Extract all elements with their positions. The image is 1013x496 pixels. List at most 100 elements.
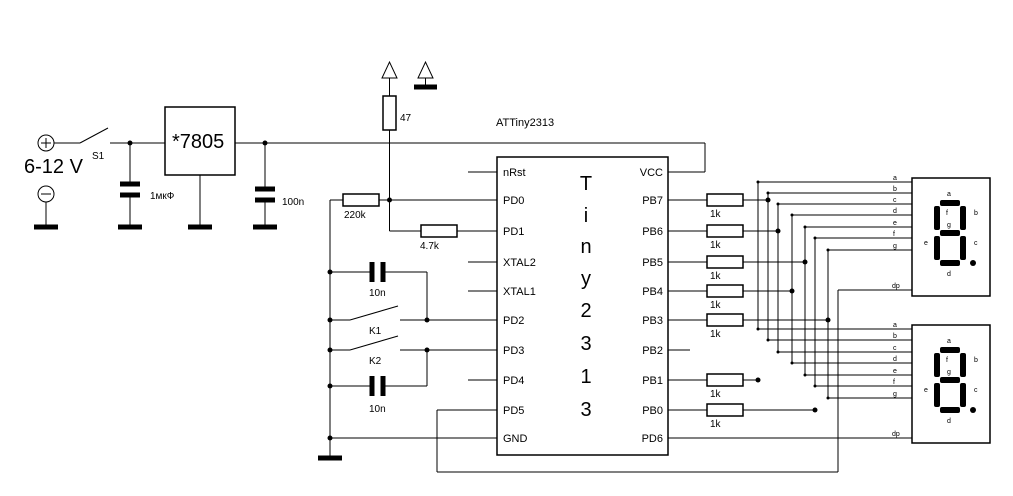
mcu-pin-left-9: GND [503, 433, 528, 445]
bus-label: c [893, 345, 897, 352]
bus-label: g [893, 391, 897, 398]
digit-segment-label: e [924, 387, 928, 394]
segment [940, 230, 960, 236]
seven-seg-display-2: a f b g e c d [911, 324, 991, 444]
mcu-pin-left-2: PD1 [503, 226, 524, 238]
bus-label: d [893, 208, 897, 215]
digit-segment-label: b [974, 357, 978, 364]
segment [960, 353, 966, 377]
supply-voltage-label: 6-12 V [24, 156, 84, 178]
key-k2 [349, 335, 399, 351]
segment [960, 383, 966, 407]
bus-label: b [893, 186, 897, 193]
segment [940, 407, 960, 413]
segment [934, 383, 940, 407]
cap-10n-b-label: 10n [369, 404, 386, 415]
bus-label: b [893, 333, 897, 340]
resistor-1k-label: 1k [710, 329, 722, 340]
resistor-4k7 [420, 224, 458, 238]
digit-segment-label: d [947, 271, 951, 278]
mcu-pin-right-1: PB7 [642, 195, 663, 207]
resistor-1k-label: 1k [710, 271, 722, 282]
bus-label: e [893, 220, 897, 227]
keys-network: 10n K1 K2 10n [318, 171, 838, 473]
mcu-body-char: 1 [580, 366, 591, 388]
resistor-1k [706, 224, 744, 238]
mcu-pin-left-0: nRst [503, 167, 526, 179]
resistor-220k-label: 220k [344, 210, 367, 221]
mcu-pin-left-7: PD4 [503, 375, 524, 387]
cap-10n-a-label: 10n [369, 288, 386, 299]
digit-segment-label: a [947, 338, 951, 345]
digit-segment-label: e [924, 240, 928, 247]
segment [960, 236, 966, 260]
resistor-47 [382, 95, 397, 131]
segment [934, 236, 940, 260]
output-capacitor: 100n [253, 140, 304, 230]
resistor-47-label: 47 [400, 113, 412, 124]
mcu-pin-right-5: PB3 [642, 315, 663, 327]
segment [940, 200, 960, 206]
mcu-body-char: i [584, 205, 588, 227]
resistor-1k [706, 373, 744, 387]
bus-label: a [893, 322, 897, 329]
key-k1-label: K1 [369, 326, 382, 337]
segment [960, 206, 966, 230]
mcu-body-char: 2 [580, 300, 591, 322]
resistor-1k [706, 403, 744, 417]
terminal-arrow-icon [381, 60, 398, 79]
resistor-1k [706, 255, 744, 269]
resistor-1k [706, 313, 744, 327]
mcu-body-char: 3 [580, 333, 591, 355]
mcu-pin-left-6: PD3 [503, 345, 524, 357]
input-capacitor: 1мкФ [118, 140, 175, 230]
resistor-1k-label: 1k [710, 209, 722, 220]
mcu-pin-right-0: VCC [640, 167, 663, 179]
mcu-pin-right-7: PB1 [642, 375, 663, 387]
bus-label: c [893, 197, 897, 204]
segment [940, 347, 960, 353]
mcu-attiny2313: ATTiny2313 nRstPD0PD1XTAL2XTAL1PD2PD3PD4… [496, 117, 706, 456]
key-k1 [349, 305, 399, 321]
digit-segment-label: f [946, 210, 948, 217]
resistor-1k [706, 284, 744, 298]
output-cap-label: 100n [282, 197, 304, 208]
digit-segment-label: d [947, 418, 951, 425]
regulator-label: *7805 [172, 131, 224, 153]
mcu-body-char: n [580, 236, 591, 258]
bus-label: g [893, 243, 897, 250]
mcu-pin-right-9: PD6 [642, 433, 663, 445]
resistor-4k7-label: 4.7k [420, 241, 440, 252]
mcu-pin-left-1: PD0 [503, 195, 524, 207]
switch-s1 [79, 127, 109, 144]
mcu-pin-right-3: PB5 [642, 257, 663, 269]
digit-segment-label: f [946, 357, 948, 364]
bus-label: dp [892, 431, 900, 438]
regulator-7805: *7805 [164, 106, 705, 230]
mcu-body [496, 156, 669, 456]
resistor-1k-label: 1k [710, 300, 722, 311]
resistor-1k-label: 1k [710, 389, 722, 400]
mcu-pin-right-8: PB0 [642, 405, 663, 417]
power-input: 6-12 V S1 [24, 127, 165, 230]
bus-label: dp [892, 283, 900, 290]
digit-segment-label: a [947, 191, 951, 198]
input-cap-label: 1мкФ [150, 191, 175, 202]
mcu-pin-right-4: PB4 [642, 286, 663, 298]
bus-label: f [893, 231, 895, 238]
digit-segment-label: b [974, 210, 978, 217]
mcu-body-char: T [580, 173, 592, 195]
digit-segment-label: g [947, 369, 951, 376]
terminal-arrow-icon [417, 60, 434, 79]
resistor-220k [342, 193, 380, 207]
segment [940, 377, 960, 383]
resistor-1k-label: 1k [710, 240, 722, 251]
mcu-pin-left-3: XTAL2 [503, 257, 536, 269]
resistor-1k-label: 1k [710, 419, 722, 430]
mcu-pin-right-6: PB2 [642, 345, 663, 357]
mcu-pin-left-8: PD5 [503, 405, 524, 417]
digit-segment-label: c [974, 387, 978, 394]
